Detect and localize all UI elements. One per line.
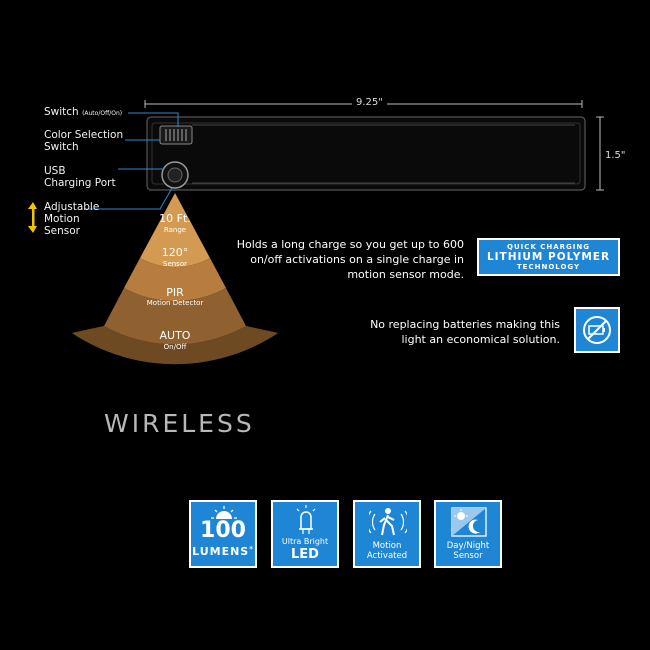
switch-modes: (Auto/Off/On) bbox=[82, 110, 123, 117]
charge-line1: Holds a long charge so you get up to 600 bbox=[236, 238, 464, 251]
led-tile: Ultra Bright LED bbox=[271, 500, 339, 568]
color-switch-line1: Color Selection bbox=[44, 129, 124, 141]
lumens-mark: * bbox=[249, 545, 254, 553]
led-line1: Ultra Bright bbox=[281, 537, 329, 546]
sensor-line1: Adjustable bbox=[44, 201, 100, 213]
sensor-line3: Sensor bbox=[44, 225, 80, 237]
height-label: 1.5" bbox=[605, 150, 626, 161]
length-label: 9.25" bbox=[352, 97, 387, 108]
up-down-arrow-icon bbox=[28, 202, 37, 233]
charge-description: Holds a long charge so you get up to 600… bbox=[226, 237, 464, 282]
cone-band4-title: AUTO bbox=[160, 329, 191, 342]
sensor-cone bbox=[72, 193, 278, 365]
battery-description: No replacing batteries making this light… bbox=[330, 317, 560, 347]
usb-line2: Charging Port bbox=[44, 177, 116, 189]
badge-line2: LITHIUM POLYMER bbox=[486, 251, 611, 263]
no-battery-badge bbox=[574, 307, 620, 353]
color-switch-line2: Switch bbox=[44, 141, 79, 153]
switch-label: Switch bbox=[44, 106, 79, 118]
leader-lines bbox=[85, 112, 179, 210]
battery-line2: light an economical solution. bbox=[401, 333, 560, 346]
lumens-word: LUMENS bbox=[192, 545, 250, 558]
led-line2: LED bbox=[291, 547, 319, 562]
sun-icon bbox=[211, 506, 237, 519]
badge-line1: QUICK CHARGING bbox=[507, 243, 590, 251]
cone-band4-sub: On/Off bbox=[164, 343, 187, 351]
lumens-number: 100 bbox=[200, 518, 246, 543]
cone-band2-sub: Sensor bbox=[163, 260, 187, 268]
lumens-tile: 100 LUMENS* bbox=[189, 500, 257, 568]
badge-line3: TECHNOLOGY bbox=[516, 263, 581, 271]
cone-band3-title: PIR bbox=[166, 286, 184, 299]
led-bulb-icon bbox=[296, 505, 316, 534]
cone-band2-title: 120° bbox=[162, 246, 189, 259]
battery-line1: No replacing batteries making this bbox=[370, 318, 560, 331]
switch-callout: Switch (Auto/Off/On) bbox=[44, 106, 122, 120]
motion-tile: Motion Activated bbox=[353, 500, 421, 568]
light-bar-body bbox=[146, 116, 586, 191]
motion-line1: Motion bbox=[372, 541, 402, 551]
motion-line2: Activated bbox=[366, 551, 408, 561]
switch-graphic bbox=[159, 125, 193, 145]
daynight-line1: Day/Night bbox=[446, 541, 490, 551]
wireless-heading: WIRELESS bbox=[104, 409, 255, 438]
lithium-polymer-badge: QUICK CHARGING LITHIUM POLYMER TECHNOLOG… bbox=[477, 238, 620, 276]
cone-band1-sub: Range bbox=[164, 226, 186, 234]
usb-line1: USB bbox=[44, 165, 66, 177]
day-night-tile: Day/Night Sensor bbox=[434, 500, 502, 568]
cone-band3-sub: Motion Detector bbox=[147, 299, 204, 307]
charge-line3: motion sensor mode. bbox=[347, 268, 464, 281]
day-night-icon bbox=[451, 507, 487, 537]
sensor-line2: Motion bbox=[44, 213, 80, 225]
color-switch-callout: Color Selection Switch bbox=[44, 129, 123, 153]
usb-callout: USB Charging Port bbox=[44, 165, 116, 189]
charge-line2: on/off activations on a single charge in bbox=[250, 253, 464, 266]
motion-person-icon bbox=[369, 508, 407, 536]
lumens-word-row: LUMENS* bbox=[191, 545, 255, 558]
no-battery-icon bbox=[583, 316, 611, 344]
daynight-line2: Sensor bbox=[453, 551, 483, 561]
sensor-callout: Adjustable Motion Sensor bbox=[44, 201, 99, 237]
cone-band1-title: 10 Ft. bbox=[159, 212, 191, 225]
